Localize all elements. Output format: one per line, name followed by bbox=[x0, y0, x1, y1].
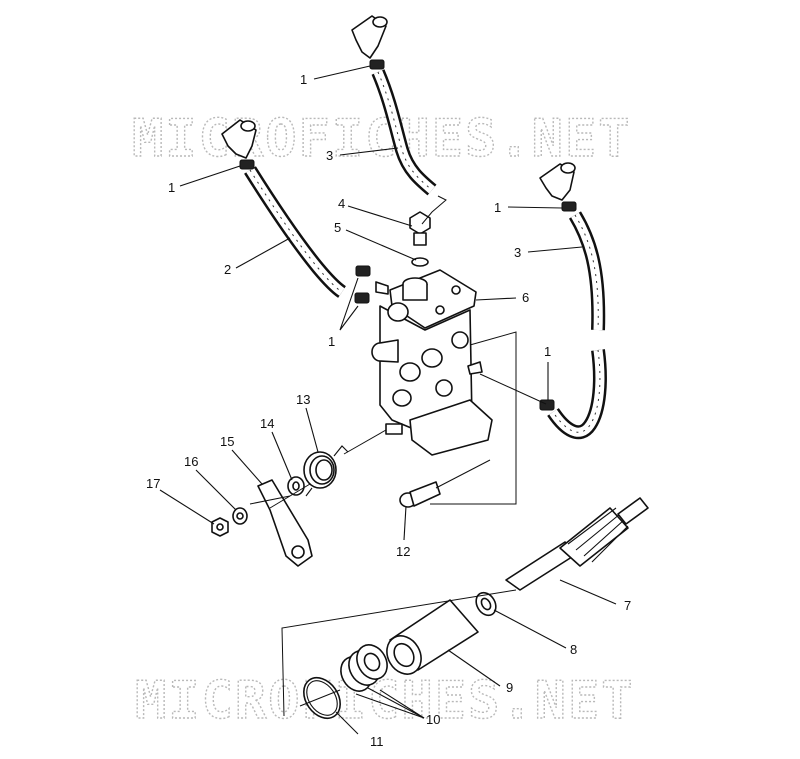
callout-1-lower: 1 bbox=[328, 334, 335, 349]
return-spring bbox=[303, 445, 349, 497]
callout-13: 13 bbox=[296, 392, 310, 407]
assembly-lines bbox=[269, 195, 547, 717]
callout-16: 16 bbox=[184, 454, 198, 469]
snap-ring bbox=[303, 676, 341, 720]
callout-7: 7 bbox=[624, 598, 631, 613]
flange-bolt bbox=[399, 481, 441, 508]
callout-3-right: 3 bbox=[514, 245, 521, 260]
watermark-top: MICROFICHES.NET bbox=[132, 109, 632, 169]
callout-14: 14 bbox=[260, 416, 274, 431]
hose-right-upper bbox=[568, 211, 606, 331]
elbow-fitting-top bbox=[351, 15, 388, 70]
callout-8: 8 bbox=[570, 642, 577, 657]
thrust-washer bbox=[475, 591, 497, 617]
callout-17: 17 bbox=[146, 476, 160, 491]
watermark-bottom: MICROFICHES.NET bbox=[135, 671, 635, 731]
oil-seals bbox=[340, 644, 388, 692]
elbow-fitting-right bbox=[539, 162, 577, 212]
bushing-sleeve bbox=[386, 599, 479, 675]
callout-1-top: 1 bbox=[300, 72, 307, 87]
hose-clamps-pump bbox=[354, 265, 555, 411]
callout-11: 11 bbox=[370, 734, 384, 749]
callout-3-top: 3 bbox=[326, 148, 333, 163]
callout-15: 15 bbox=[220, 434, 234, 449]
elbow-fitting-left bbox=[221, 119, 257, 170]
callout-12: 12 bbox=[396, 544, 410, 559]
callout-6: 6 bbox=[522, 290, 529, 305]
hose-right-lower bbox=[547, 349, 607, 440]
washer-16 bbox=[232, 507, 248, 525]
callout-9: 9 bbox=[506, 680, 513, 695]
callout-2: 2 bbox=[224, 262, 231, 277]
callout-1-left: 1 bbox=[168, 180, 175, 195]
callout-labels: 1 3 1 2 4 5 6 1 3 1 1 13 14 15 16 17 12 … bbox=[146, 72, 631, 749]
hose-left bbox=[244, 166, 347, 298]
banjo-bolt bbox=[409, 211, 431, 246]
control-lever bbox=[249, 479, 313, 567]
drive-gear-shaft bbox=[505, 497, 649, 591]
leader-lines bbox=[159, 65, 617, 735]
oil-pump-body bbox=[371, 269, 493, 456]
callout-5: 5 bbox=[334, 220, 341, 235]
callout-4: 4 bbox=[338, 196, 345, 211]
callout-1-right-lower: 1 bbox=[544, 344, 551, 359]
callout-1-right: 1 bbox=[494, 200, 501, 215]
hose-top bbox=[371, 69, 437, 196]
nut-17 bbox=[211, 517, 229, 537]
callout-10: 10 bbox=[426, 712, 440, 727]
